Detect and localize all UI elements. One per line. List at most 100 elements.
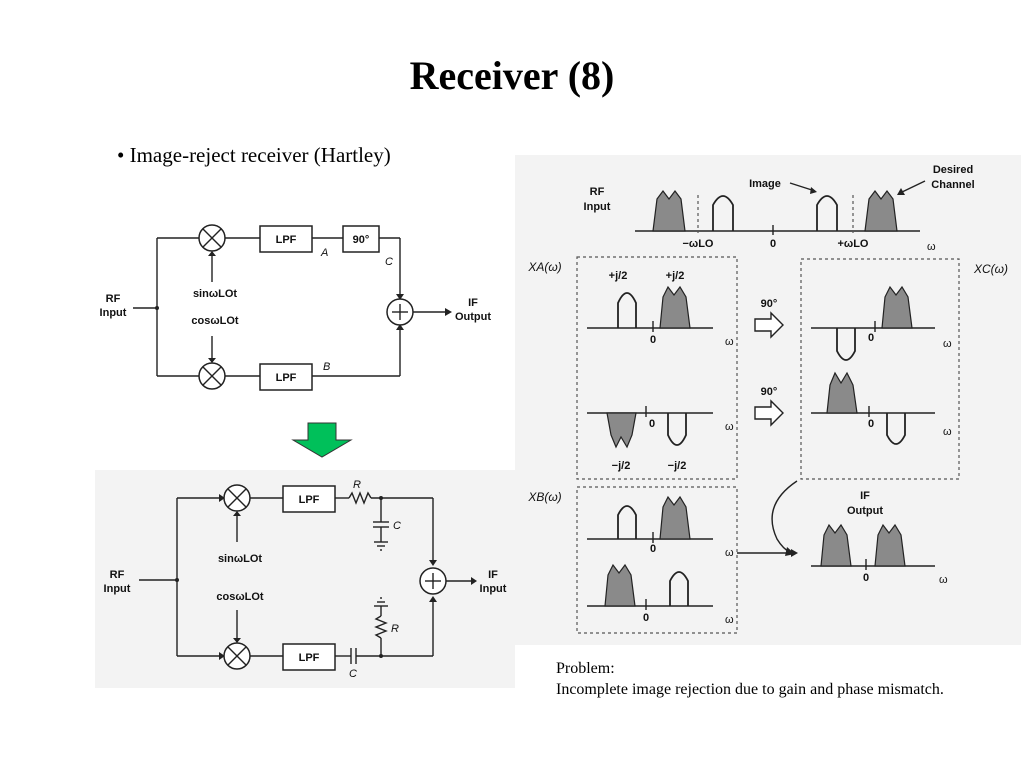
slide-title: Receiver (8) — [409, 53, 615, 98]
rf-input-label: RF — [106, 293, 121, 305]
problem-text: Incomplete image rejection due to gain a… — [556, 681, 944, 698]
sin-lo-label: sinωLOt — [193, 288, 237, 300]
if-input-label-2: Input — [480, 583, 507, 595]
down-arrow-icon — [291, 422, 353, 458]
r-label-top: R — [353, 479, 361, 491]
curved-arrow — [771, 480, 798, 554]
xa2-image — [667, 413, 687, 446]
lpf-bottom-b-label: LPF — [299, 652, 320, 664]
xb2-zero: 0 — [643, 612, 649, 624]
desired-channel-label: Desired — [933, 164, 973, 176]
phase-shifter-90 — [342, 225, 380, 253]
problem-heading: Problem: — [556, 660, 615, 677]
rf-input-label-b-2: Input — [104, 583, 131, 595]
xc1-image — [836, 328, 856, 361]
xa1-desired — [659, 285, 691, 329]
lpf-bottom-label: LPF — [276, 372, 297, 384]
resistor-bottom — [374, 615, 388, 639]
cos-lo-label-b: cosωLOt — [216, 591, 264, 603]
neg-lo-label: −ωLO — [683, 238, 714, 250]
if-out-omega: ω — [939, 574, 948, 586]
lpf-top-b-label: LPF — [299, 494, 320, 506]
xb-box — [576, 486, 738, 634]
xa-label: XA(ω) — [527, 260, 561, 274]
node-c-label: C — [385, 256, 393, 268]
rf-desired-pos — [864, 190, 898, 232]
minus-j2-b: −j/2 — [668, 460, 687, 472]
if-out-zero: 0 — [863, 572, 869, 584]
xa2-omega: ω — [725, 421, 734, 433]
sin-lo-label-b: sinωLOt — [218, 553, 262, 565]
mixer-bottom — [198, 362, 226, 390]
xb1-zero: 0 — [650, 543, 656, 555]
xa2-desired — [606, 412, 637, 449]
xa1-image — [617, 292, 637, 328]
cos-lo-label: cosωLOt — [191, 315, 239, 327]
spec-if-output-label-2: Output — [847, 505, 883, 517]
if-out-pos — [874, 523, 906, 567]
xb1-desired — [659, 495, 691, 540]
lpf-bottom — [259, 363, 313, 391]
hartley-block-diagram: RF Input sinωLOt cosωLOt LPF LPF A 90° C… — [100, 224, 491, 391]
xa-box — [576, 256, 738, 480]
minus-j2-a: −j/2 — [612, 460, 631, 472]
c-label-bottom: C — [349, 668, 357, 680]
xb2-desired — [604, 563, 636, 607]
xc2-desired — [826, 371, 858, 414]
xc2-zero: 0 — [868, 418, 874, 430]
xc1-desired — [881, 285, 913, 329]
plus-j2-b: +j/2 — [666, 270, 685, 282]
r-label-bottom: R — [391, 623, 399, 635]
xb-label: XB(ω) — [527, 490, 561, 504]
adder-b — [419, 567, 447, 595]
zero-label-top: 0 — [770, 238, 776, 250]
plus-j2-a: +j/2 — [609, 270, 628, 282]
phase-shifter-label: 90° — [353, 234, 370, 246]
spec-if-output-label: IF — [860, 490, 870, 502]
if-output-label: IF — [468, 297, 478, 309]
rf-desired-neg — [652, 190, 686, 232]
rf-image-neg — [712, 195, 734, 231]
spec-rf-input-label-2: Input — [584, 201, 611, 213]
if-output-label-2: Output — [455, 311, 491, 323]
xb1-omega: ω — [725, 547, 734, 559]
deg90-label-1: 90° — [761, 298, 778, 310]
rf-input-label-b: RF — [110, 569, 125, 581]
xa1-omega: ω — [725, 336, 734, 348]
problem-note: Problem: Incomplete image rejection due … — [556, 658, 976, 700]
xc1-zero: 0 — [868, 332, 874, 344]
node-b-label: B — [323, 361, 330, 373]
pos-lo-label: +ωLO — [838, 238, 869, 250]
resistor-top — [348, 491, 372, 505]
desired-channel-label-2: Channel — [931, 179, 974, 191]
xb2-image — [669, 571, 689, 606]
lpf-top-label: LPF — [276, 234, 297, 246]
omega-top: ω — [927, 241, 936, 253]
xc-label: XC(ω) — [973, 262, 1008, 276]
deg90-label-2: 90° — [761, 386, 778, 398]
mixer-top-b — [223, 484, 251, 512]
hollow-arrow-icon-1 — [754, 311, 784, 339]
node-a-label: A — [320, 247, 328, 259]
xc2-omega: ω — [943, 426, 952, 438]
mixer-bottom-b — [223, 642, 251, 670]
if-out-neg — [820, 523, 852, 567]
xc1-omega: ω — [943, 338, 952, 350]
xc-box — [800, 258, 960, 480]
lpf-bottom-b — [282, 643, 336, 671]
if-input-label: IF — [488, 569, 498, 581]
hollow-arrow-icon-2 — [754, 399, 784, 427]
bullet-point: • Image-reject receiver (Hartley) — [117, 143, 391, 167]
xa2-zero: 0 — [649, 418, 655, 430]
adder — [386, 298, 414, 326]
c-label-top: C — [393, 520, 401, 532]
rc-cr-block-diagram: RF Input sinωLOt cosωLOt LPF LPF R C C R — [95, 470, 515, 688]
image-label: Image — [749, 178, 781, 190]
spec-rf-input-label: RF — [590, 186, 605, 198]
spectrum-diagram: RF Input Image Desired Channel −ωLO 0 +ω… — [515, 155, 1021, 645]
lpf-top-b — [282, 485, 336, 513]
xa1-zero: 0 — [650, 334, 656, 346]
xb1-image — [617, 505, 637, 539]
mixer-top — [198, 224, 226, 252]
xb2-omega: ω — [725, 614, 734, 626]
